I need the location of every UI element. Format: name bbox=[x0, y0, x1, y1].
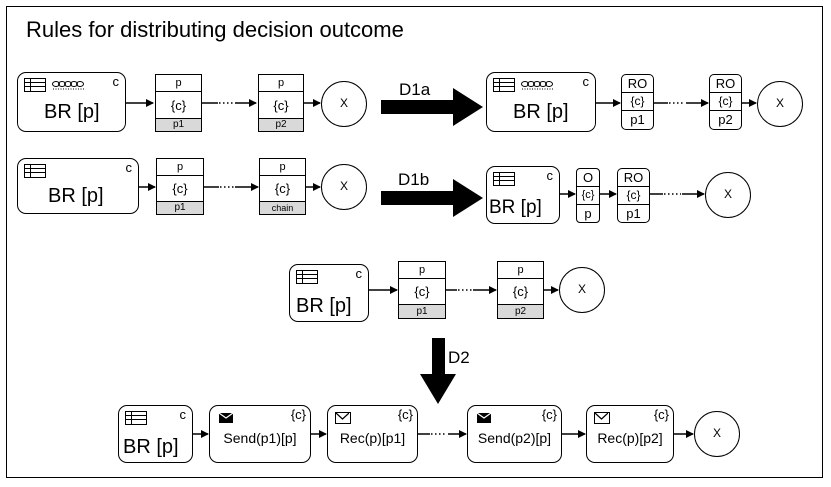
participant-top: O bbox=[582, 170, 594, 185]
end-event: X bbox=[559, 267, 605, 313]
decision-table-icon bbox=[493, 172, 515, 186]
condition-label: {c} bbox=[414, 284, 430, 299]
condition-marker: c bbox=[546, 168, 554, 183]
participant-bottom: chain bbox=[260, 201, 305, 214]
br-label: BR [p] bbox=[123, 436, 179, 458]
rule-arrow-d1b bbox=[381, 179, 483, 217]
condition-label: {c} bbox=[397, 407, 413, 422]
end-event: X bbox=[321, 81, 367, 127]
choreography-task: p {c} p1 bbox=[398, 261, 446, 319]
choreography-task: p {c} p2 bbox=[258, 74, 304, 132]
envelope-icon bbox=[594, 412, 610, 424]
decision-table-icon bbox=[125, 411, 147, 425]
decision-table-icon bbox=[24, 164, 46, 178]
condition-marker: c bbox=[125, 160, 133, 175]
task-label: Send(p2)[p] bbox=[477, 430, 552, 446]
envelope-icon bbox=[335, 412, 351, 424]
participant-bottom: p1 bbox=[157, 201, 203, 214]
condition-label: {c} bbox=[170, 98, 187, 113]
participant-bottom: p1 bbox=[626, 206, 641, 221]
filled-envelope-icon bbox=[477, 413, 491, 423]
choreography-task: p {c} p2 bbox=[497, 261, 544, 319]
receive-task: {c} Rec(p)[p2] bbox=[586, 405, 674, 463]
condition-label: {c} bbox=[273, 98, 289, 113]
task-label: Rec(p)[p2] bbox=[597, 430, 663, 446]
participant-top: RO bbox=[623, 170, 644, 185]
end-event: X bbox=[321, 164, 367, 210]
choreography-task: RO {c} p2 bbox=[709, 74, 742, 130]
participant-bottom: p1 bbox=[630, 112, 645, 127]
participant-top: p bbox=[259, 75, 303, 92]
choreography-task: RO {c} p1 bbox=[621, 74, 654, 130]
participant-top: RO bbox=[715, 76, 736, 91]
task-label: Rec(p)[p1] bbox=[339, 430, 406, 446]
decision-table-icon bbox=[493, 78, 515, 92]
condition-label: {c} bbox=[618, 186, 649, 205]
participant-top: p bbox=[399, 262, 445, 279]
send-task: {c} Send(p1)[p] bbox=[209, 405, 311, 463]
filled-envelope-icon bbox=[219, 413, 233, 423]
business-rule-task: c BR [p] bbox=[118, 405, 193, 463]
condition-label: {c} bbox=[172, 181, 188, 196]
business-rule-task: c BR [p] bbox=[17, 158, 139, 214]
br-label: BR [p] bbox=[513, 101, 569, 123]
condition-marker: c bbox=[112, 74, 120, 89]
br-label: BR [p] bbox=[48, 185, 104, 207]
participant-top: p bbox=[156, 75, 201, 92]
condition-label: {c} bbox=[710, 92, 741, 111]
participant-bottom: p2 bbox=[718, 112, 733, 127]
decision-table-icon bbox=[24, 78, 46, 92]
rule-label-d1a: D1a bbox=[399, 80, 431, 99]
choreography-task: p {c} chain bbox=[259, 158, 306, 215]
condition-label: {c} bbox=[622, 92, 653, 111]
choreography-task: p {c} p1 bbox=[156, 158, 204, 215]
diagram-frame bbox=[6, 6, 823, 478]
condition-marker: c bbox=[179, 407, 187, 422]
rule-label-d2: D2 bbox=[448, 348, 470, 367]
participant-top: p bbox=[157, 159, 203, 176]
rule-arrow-d2 bbox=[420, 338, 456, 404]
condition-label: {c} bbox=[274, 181, 291, 196]
participant-top: p bbox=[498, 262, 543, 279]
chain-icon bbox=[52, 81, 85, 90]
participant-bottom: p bbox=[584, 206, 592, 221]
condition-marker: c bbox=[582, 74, 590, 89]
receive-task: {c} Rec(p)[p1] bbox=[327, 405, 418, 463]
choreography-task: p {c} p1 bbox=[155, 74, 202, 132]
br-label: BR [p] bbox=[489, 197, 542, 218]
end-event: X bbox=[757, 81, 803, 127]
rule-arrow-d1a bbox=[381, 88, 483, 126]
participant-bottom: p1 bbox=[156, 118, 201, 131]
diagram-title: Rules for distributing decision outcome bbox=[26, 17, 404, 42]
participant-top: p bbox=[260, 159, 305, 176]
participant-bottom: p2 bbox=[498, 304, 543, 318]
decision-table-icon bbox=[296, 270, 318, 284]
br-label: BR [p] bbox=[44, 101, 100, 123]
business-rule-task: c BR [p] bbox=[486, 166, 560, 224]
chain-icon bbox=[521, 81, 554, 90]
end-event: X bbox=[694, 411, 740, 457]
condition-label: {c} bbox=[512, 284, 529, 299]
business-rule-task: c BR [p] bbox=[289, 264, 369, 322]
br-label: BR [p] bbox=[296, 295, 352, 317]
condition-label: {c} bbox=[577, 186, 599, 205]
end-event: X bbox=[705, 172, 751, 218]
participant-bottom: p1 bbox=[399, 304, 445, 318]
business-rule-task: c BR [p] bbox=[17, 72, 126, 132]
choreography-task: RO {c} p1 bbox=[617, 168, 650, 223]
condition-label: {c} bbox=[541, 407, 557, 422]
participant-top: RO bbox=[627, 76, 648, 91]
condition-label: {c} bbox=[290, 407, 306, 422]
rule-label-d1b: D1b bbox=[398, 170, 430, 189]
condition-marker: c bbox=[355, 266, 363, 281]
business-rule-task: c BR [p] bbox=[486, 72, 596, 132]
send-task: {c} Send(p2)[p] bbox=[467, 405, 562, 463]
task-label: Send(p1)[p] bbox=[223, 430, 297, 446]
participant-bottom: p2 bbox=[259, 118, 303, 131]
condition-label: {c} bbox=[653, 407, 669, 422]
choreography-task: O {c} p bbox=[576, 168, 600, 223]
